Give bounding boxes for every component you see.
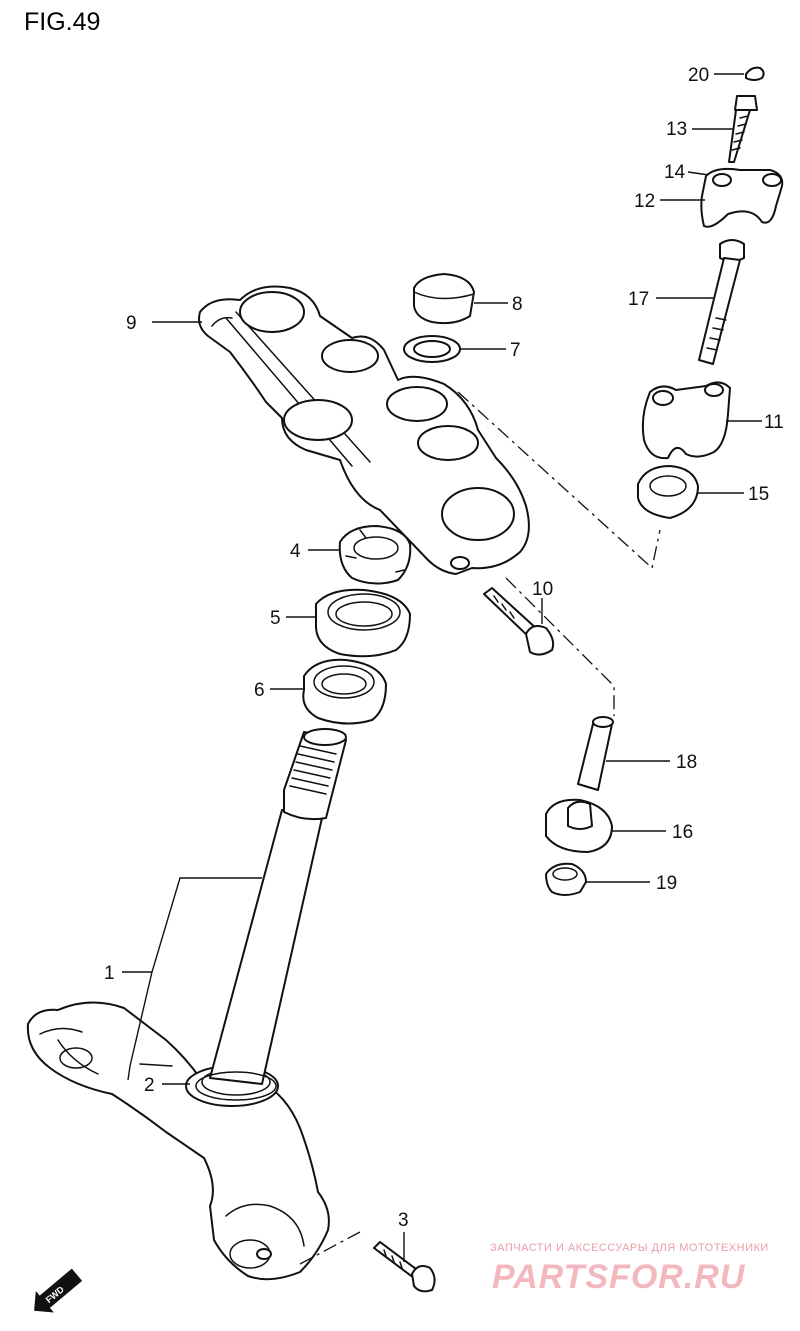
part-11-holder-lower bbox=[641, 381, 731, 460]
callout-15: 15 bbox=[748, 484, 769, 505]
part-4-lock-nut bbox=[338, 525, 412, 585]
part-6-bearing bbox=[302, 658, 387, 725]
callout-4: 4 bbox=[290, 541, 301, 562]
part-8-cap-nut bbox=[413, 273, 475, 325]
watermark-tagline: ЗАПЧАСТИ И АКСЕССУАРЫ ДЛЯ МОТОТЕХНИКИ bbox=[490, 1242, 769, 1254]
part-9-upper-bracket bbox=[198, 285, 530, 575]
callout-19: 19 bbox=[656, 873, 677, 894]
callout-18: 18 bbox=[676, 752, 697, 773]
callout-20: 20 bbox=[688, 65, 709, 86]
part-3-pinch-bolt bbox=[373, 1241, 436, 1293]
part-17-bolt bbox=[698, 239, 745, 365]
callout-17: 17 bbox=[628, 289, 649, 310]
callout-13: 13 bbox=[666, 119, 687, 140]
callout-9: 9 bbox=[126, 313, 137, 334]
callout-1: 1 bbox=[104, 963, 115, 984]
part-2-stem-bearing bbox=[195, 1071, 277, 1101]
callout-11: 11 bbox=[764, 412, 784, 433]
callout-16: 16 bbox=[672, 822, 693, 843]
callout-8: 8 bbox=[512, 294, 523, 315]
figure-title: FIG.49 bbox=[24, 8, 100, 36]
part-12-holder-upper bbox=[700, 167, 784, 228]
callout-2: 2 bbox=[144, 1075, 155, 1096]
callout-14: 14 bbox=[664, 162, 686, 183]
part-19-nut bbox=[545, 862, 587, 896]
watermark-brand: PARTSFOR.RU bbox=[492, 1258, 746, 1296]
callout-10: 10 bbox=[532, 579, 553, 600]
part-5-dust-seal bbox=[315, 588, 411, 658]
fwd-arrow-icon: FWD bbox=[34, 1268, 83, 1313]
part-16-rubber bbox=[545, 798, 613, 853]
part-13-bolt bbox=[728, 95, 758, 163]
part-15-cushion bbox=[637, 465, 699, 519]
part-10-bolt bbox=[483, 587, 555, 656]
callout-12: 12 bbox=[634, 191, 655, 212]
callout-3: 3 bbox=[398, 1210, 409, 1231]
part-18-collar bbox=[577, 716, 614, 791]
callout-7: 7 bbox=[510, 340, 521, 361]
part-7-washer bbox=[403, 335, 461, 363]
callout-6: 6 bbox=[254, 680, 265, 701]
part-20-cap bbox=[745, 66, 765, 81]
part-1-steering-stem bbox=[26, 728, 347, 1281]
callout-5: 5 bbox=[270, 608, 281, 629]
